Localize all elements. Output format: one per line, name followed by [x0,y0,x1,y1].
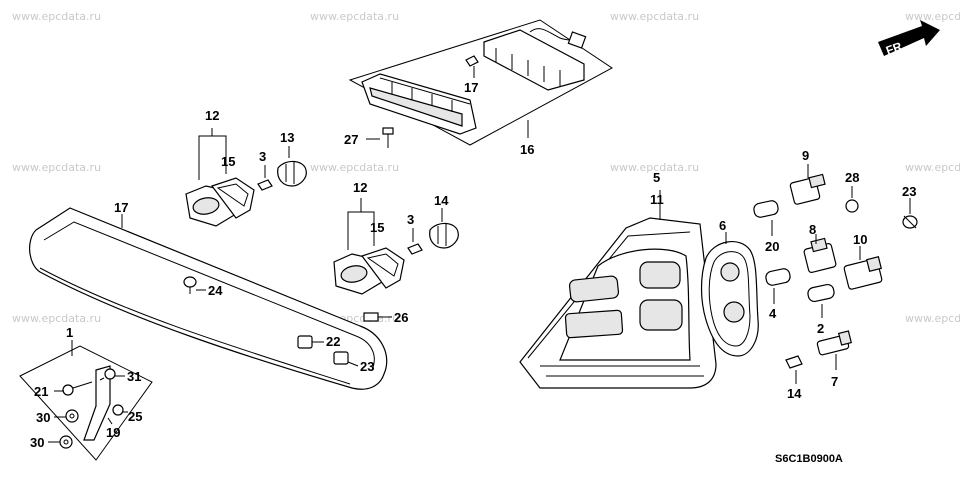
watermark: www.epcdata.ru [12,10,102,23]
callout-13: 13 [280,130,294,145]
socket-8-icon [816,330,853,356]
callout-30: 30 [36,410,50,425]
callout-5: 5 [653,170,660,185]
callout-20: 17 [114,200,128,215]
watermark: www.epcdata.ru [905,10,960,23]
taillight-assembly [519,217,717,389]
front-direction-label: FR. [884,38,907,58]
callout-16: 16 [520,142,534,157]
license-light-left [185,160,307,227]
callout-2: 2 [817,321,824,336]
watermark: www.epcdata.ru [12,161,102,174]
watermark: www.epcdata.ru [610,161,700,174]
callout-4: 4 [769,306,777,321]
watermark: www.epcdata.ru [310,161,400,174]
clip-23-icon [902,215,918,229]
watermark: www.epcdata.ru [310,10,400,23]
bulb-4-icon [765,268,791,286]
bulb-14-icon [785,355,803,369]
callout-29: 28 [845,170,859,185]
callout-23: 23 [902,184,916,199]
callout-6: 6 [719,218,726,233]
license-light-right [333,222,459,295]
callout-11: 11 [650,192,664,207]
callout-15: 15 [221,154,235,169]
callout-21: 21 [34,384,48,399]
clip-27-icon [363,312,379,322]
callout-3: 3 [259,149,266,164]
socket-10-icon [803,237,837,273]
callout-19: 19 [106,425,120,440]
taillight-gasket [700,241,759,357]
callout-12: 12 [205,108,219,123]
bulb-18-icon [753,200,779,218]
callout-18: 20 [765,239,779,254]
socket-9-icon [843,255,883,290]
callout-12: 12 [353,180,367,195]
clip-24-icon [333,351,349,365]
watermark: www.epcdata.ru [905,312,960,325]
callout-14: 14 [787,386,802,401]
socket-7-icon [789,173,826,205]
callout-30: 30 [30,435,44,450]
callout-8: 7 [831,374,838,389]
callout-31: 31 [127,369,141,384]
callout-15: 15 [370,220,384,235]
callout-17: 17 [464,80,478,95]
clip-22-icon [297,335,313,349]
callout-7: 9 [802,148,809,163]
front-direction-arrow-icon: FR. [878,20,940,58]
callout-3: 3 [407,212,414,227]
bolt-28-icon [382,127,394,148]
clip-25-icon [183,276,197,294]
bracket-subassembly [19,345,153,461]
callout-10: 8 [809,222,816,237]
bulb-2-icon [807,283,835,303]
callout-27: 26 [394,310,408,325]
callout-1: 1 [66,325,73,340]
rear-garnish-molding [29,207,388,390]
callout-25: 24 [208,283,223,298]
callout-22: 22 [326,334,340,349]
high-mount-stop-light [348,19,613,146]
callout-9: 10 [853,232,867,247]
diagram-code: S6C1B0900A [775,453,843,465]
watermark: www.epcdata.ru [905,161,960,174]
callout-28: 27 [344,132,358,147]
watermark: www.epcdata.ru [12,312,102,325]
clip-29-icon [845,199,859,213]
watermark: www.epcdata.ru [610,10,700,23]
callout-24: 23 [360,359,374,374]
callout-13: 14 [434,193,449,208]
callout-26: 25 [128,409,142,424]
